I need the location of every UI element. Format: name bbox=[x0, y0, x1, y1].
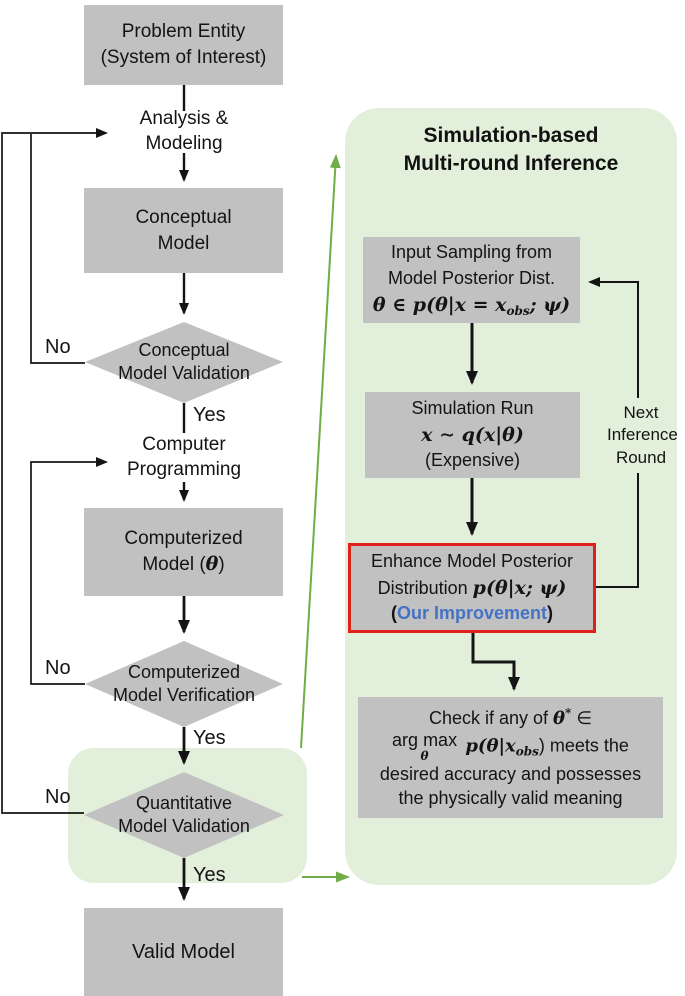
loop-conceptual-no bbox=[30, 134, 85, 364]
computerized-model-box: Computerized Model (θ) bbox=[84, 508, 283, 596]
analysis-modeling-label: Analysis & Modeling bbox=[139, 108, 229, 154]
yes-label-quantitative: Yes bbox=[193, 864, 226, 886]
yes-label-verification: Yes bbox=[193, 727, 226, 749]
problem-entity-box: Problem Entity (System of Interest) bbox=[84, 5, 283, 85]
conceptual-validation-label: Conceptual Model Validation bbox=[118, 339, 250, 383]
loop-verification-no bbox=[30, 457, 108, 685]
enhance-posterior-box: Enhance Model Posterior Distribution p(θ… bbox=[348, 543, 596, 633]
input-sampling-line2: Model Posterior Dist. bbox=[387, 267, 556, 288]
input-sampling-line1: Input Sampling from bbox=[390, 242, 553, 263]
no-label-conceptual: No bbox=[45, 336, 71, 358]
enhance-line2: Distribution p(θ|x; ψ) bbox=[377, 576, 567, 599]
conceptual-model-box: Conceptual Model bbox=[84, 188, 283, 273]
diamond-quantitative-validation bbox=[84, 772, 284, 858]
next-inference-round-label: Next Inference Round bbox=[605, 398, 678, 474]
input-sampling-formula: θ ∈ p(θ|x = xobs; ψ) bbox=[372, 293, 571, 318]
input-sampling-box: Input Sampling from Model Posterior Dist… bbox=[363, 237, 580, 323]
valid-model-box: Valid Model bbox=[84, 908, 283, 996]
check-line4: the physically valid meaning bbox=[398, 788, 623, 809]
computerized-model-line1: Computerized bbox=[124, 528, 243, 550]
loop-quantitative-no bbox=[1, 128, 108, 814]
enhance-line1: Enhance Model Posterior bbox=[370, 550, 574, 571]
check-line1: Check if any of θ* ∈ bbox=[428, 705, 593, 729]
computerized-model-line2: Model (θ) bbox=[142, 553, 225, 575]
simulation-run-line1: Simulation Run bbox=[411, 397, 534, 418]
computer-programming-label: Computer Programming bbox=[126, 434, 242, 480]
diamond-computerized-verification bbox=[85, 641, 283, 727]
enhance-line3: (Our Improvement) bbox=[390, 603, 554, 624]
panel-title: Simulation-based Multi-round Inference bbox=[403, 124, 619, 176]
no-label-quantitative: No bbox=[45, 786, 71, 808]
yes-label-conceptual: Yes bbox=[193, 404, 226, 426]
simulation-run-box: Simulation Run x ∼ q(x|θ) (Expensive) bbox=[365, 392, 580, 478]
our-improvement-text: Our Improvement bbox=[396, 603, 548, 624]
diamond-conceptual-validation bbox=[85, 322, 283, 403]
edge-enhance-check bbox=[471, 633, 520, 691]
quantitative-validation-label: Quantitative Model Validation bbox=[118, 792, 250, 836]
simulation-run-line3: (Expensive) bbox=[424, 450, 521, 471]
no-label-verification: No bbox=[45, 657, 71, 679]
check-line3: desired accuracy and possesses bbox=[379, 763, 642, 784]
computerized-verification-label: Computerized Model Verification bbox=[112, 661, 256, 705]
simulation-run-formula: x ∼ q(x|θ) bbox=[421, 423, 524, 446]
theta-symbol: θ bbox=[205, 553, 219, 575]
callout-arrow-diagonal bbox=[300, 154, 341, 749]
